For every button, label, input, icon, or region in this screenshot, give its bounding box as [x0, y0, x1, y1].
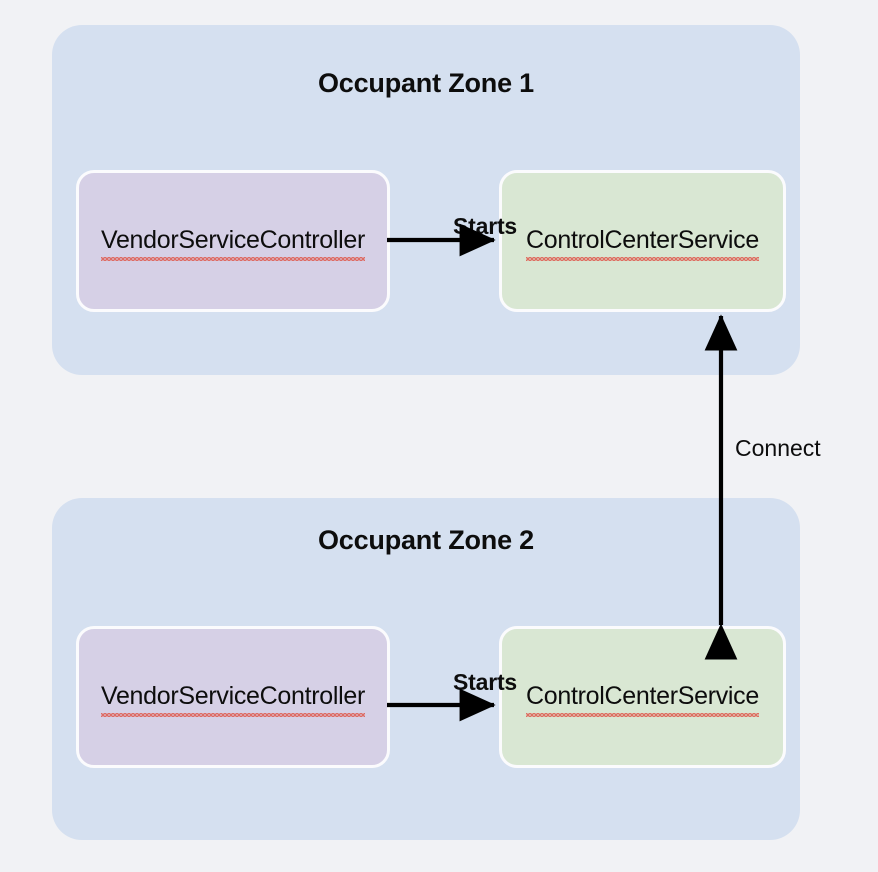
edge-label-starts-2: Starts: [453, 669, 517, 695]
zone-container-2[interactable]: Occupant Zone 2 VendorServiceController …: [52, 498, 800, 840]
edge-label-starts-1: Starts: [453, 213, 517, 239]
zone-title-2: Occupant Zone 2: [317, 525, 535, 555]
node-control-center-service-1[interactable]: ControlCenterService: [499, 170, 786, 312]
node-label-vendor-service-controller-2: VendorServiceController: [100, 682, 365, 717]
node-vendor-service-controller-1[interactable]: VendorServiceController: [76, 170, 390, 312]
node-label-control-center-service-2: ControlCenterService: [526, 682, 759, 717]
zone-title-1: Occupant Zone 1: [317, 68, 535, 98]
edge-label-connect: Connect: [735, 435, 821, 461]
zone-container-1[interactable]: Occupant Zone 1 VendorServiceController …: [52, 25, 800, 375]
node-label-control-center-service-1: ControlCenterService: [526, 226, 759, 261]
node-label-vendor-service-controller-1: VendorServiceController: [100, 226, 365, 261]
node-control-center-service-2[interactable]: ControlCenterService: [499, 626, 786, 768]
node-vendor-service-controller-2[interactable]: VendorServiceController: [76, 626, 390, 768]
